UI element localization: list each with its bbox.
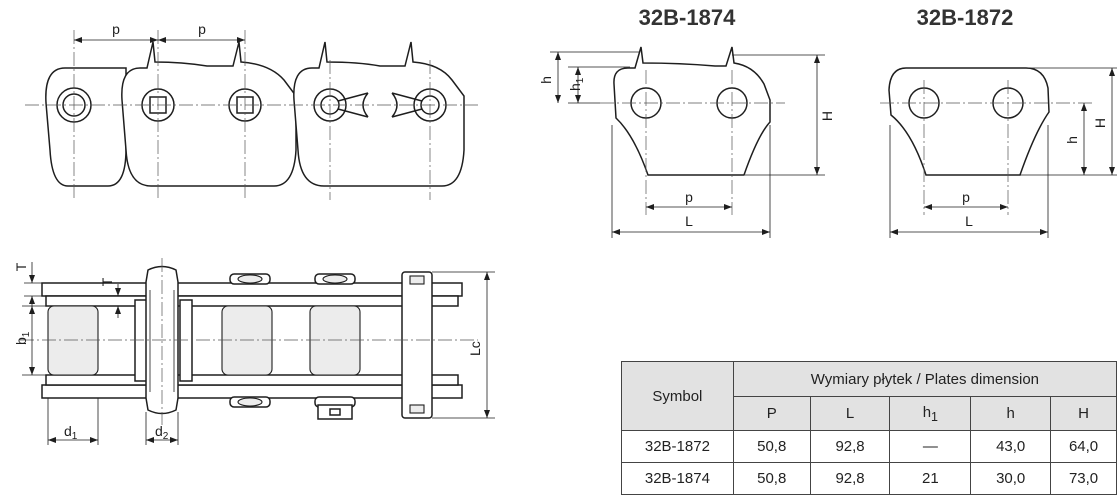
technical-drawing: p p 32B-1874 32B-1872 h h1 H bbox=[13, 5, 1117, 445]
inner-plate-edge bbox=[45, 295, 459, 307]
plate-32b-1874-drawing: h h1 H p L bbox=[538, 46, 835, 238]
table-row: 32B-1874 50,8 92,8 21 30,0 73,0 bbox=[621, 462, 1117, 495]
column-header: L bbox=[809, 396, 891, 431]
chain-outer-plate bbox=[45, 67, 127, 187]
chain-top-view: T T b1 Lc d1 d2 bbox=[13, 258, 495, 445]
dim-label-H: H bbox=[1092, 118, 1108, 128]
table-cell: 50,8 bbox=[732, 430, 811, 463]
plate-title-right: 32B-1872 bbox=[917, 5, 1014, 30]
plate-edge bbox=[41, 384, 463, 399]
dim-label-T: T bbox=[99, 277, 115, 286]
bushing bbox=[179, 299, 193, 382]
dim-label-h: h bbox=[1064, 136, 1080, 144]
roller bbox=[221, 305, 273, 376]
plate-32b-1872-drawing: h H p L bbox=[880, 67, 1117, 238]
table-cell: 21 bbox=[889, 462, 972, 495]
dim-label-d2: d2 bbox=[155, 423, 169, 442]
dim-label-T: T bbox=[13, 262, 29, 271]
bushing bbox=[134, 299, 148, 382]
table-cell: 73,0 bbox=[1050, 462, 1117, 495]
dim-label-d1: d1 bbox=[64, 423, 78, 442]
dim-label-L: L bbox=[685, 213, 693, 229]
row-symbol: 32B-1874 bbox=[621, 462, 734, 495]
column-header: H bbox=[1050, 396, 1117, 431]
end-pin-cap bbox=[409, 275, 425, 285]
end-pin bbox=[401, 271, 433, 419]
pin-end bbox=[237, 274, 263, 284]
dim-label-h1: h1 bbox=[567, 77, 586, 91]
split-pin bbox=[391, 92, 423, 118]
chain-attachment-plate bbox=[293, 41, 465, 187]
pitch-label: p bbox=[112, 21, 120, 37]
dim-label-Lc: Lc bbox=[467, 341, 483, 356]
pitch-label: p bbox=[198, 21, 206, 37]
dim-label-h: h bbox=[538, 76, 554, 84]
dim-label-H: H bbox=[819, 111, 835, 121]
table-cell: 92,8 bbox=[809, 462, 891, 495]
table-cell: 30,0 bbox=[970, 462, 1052, 495]
nut-slot bbox=[329, 408, 341, 416]
symbol-header: Symbol bbox=[621, 361, 734, 431]
pin bbox=[62, 93, 86, 117]
end-pin-cap bbox=[409, 404, 425, 414]
column-header: h1 bbox=[889, 396, 972, 431]
table-cell: 64,0 bbox=[1050, 430, 1117, 463]
table-cell: 43,0 bbox=[970, 430, 1052, 463]
plates-dimension-table: Symbol Wymiary płytek / Plates dimension… bbox=[621, 361, 1117, 495]
plate-outline bbox=[888, 67, 1050, 176]
pin-end bbox=[237, 397, 263, 407]
plate-outline bbox=[613, 46, 771, 176]
group-header: Wymiary płytek / Plates dimension bbox=[732, 361, 1117, 397]
column-header: P bbox=[732, 396, 811, 431]
chain-attachment-plate bbox=[121, 41, 297, 187]
table-row: 32B-1872 50,8 92,8 — 43,0 64,0 bbox=[621, 430, 1117, 463]
table-cell: — bbox=[889, 430, 972, 463]
roller bbox=[309, 305, 361, 376]
dim-label-p: p bbox=[962, 189, 970, 205]
row-symbol: 32B-1872 bbox=[621, 430, 734, 463]
dim-label-b1: b1 bbox=[13, 331, 32, 345]
table-cell: 50,8 bbox=[732, 462, 811, 495]
plate-title-left: 32B-1874 bbox=[639, 5, 736, 30]
pin-end bbox=[322, 274, 348, 284]
dim-label-L: L bbox=[965, 213, 973, 229]
inner-plate-edge bbox=[45, 374, 459, 386]
roller bbox=[47, 305, 99, 376]
table-cell: 92,8 bbox=[809, 430, 891, 463]
dim-label-p: p bbox=[685, 189, 693, 205]
column-header: h bbox=[970, 396, 1052, 431]
chain-side-view: p p bbox=[25, 21, 478, 200]
